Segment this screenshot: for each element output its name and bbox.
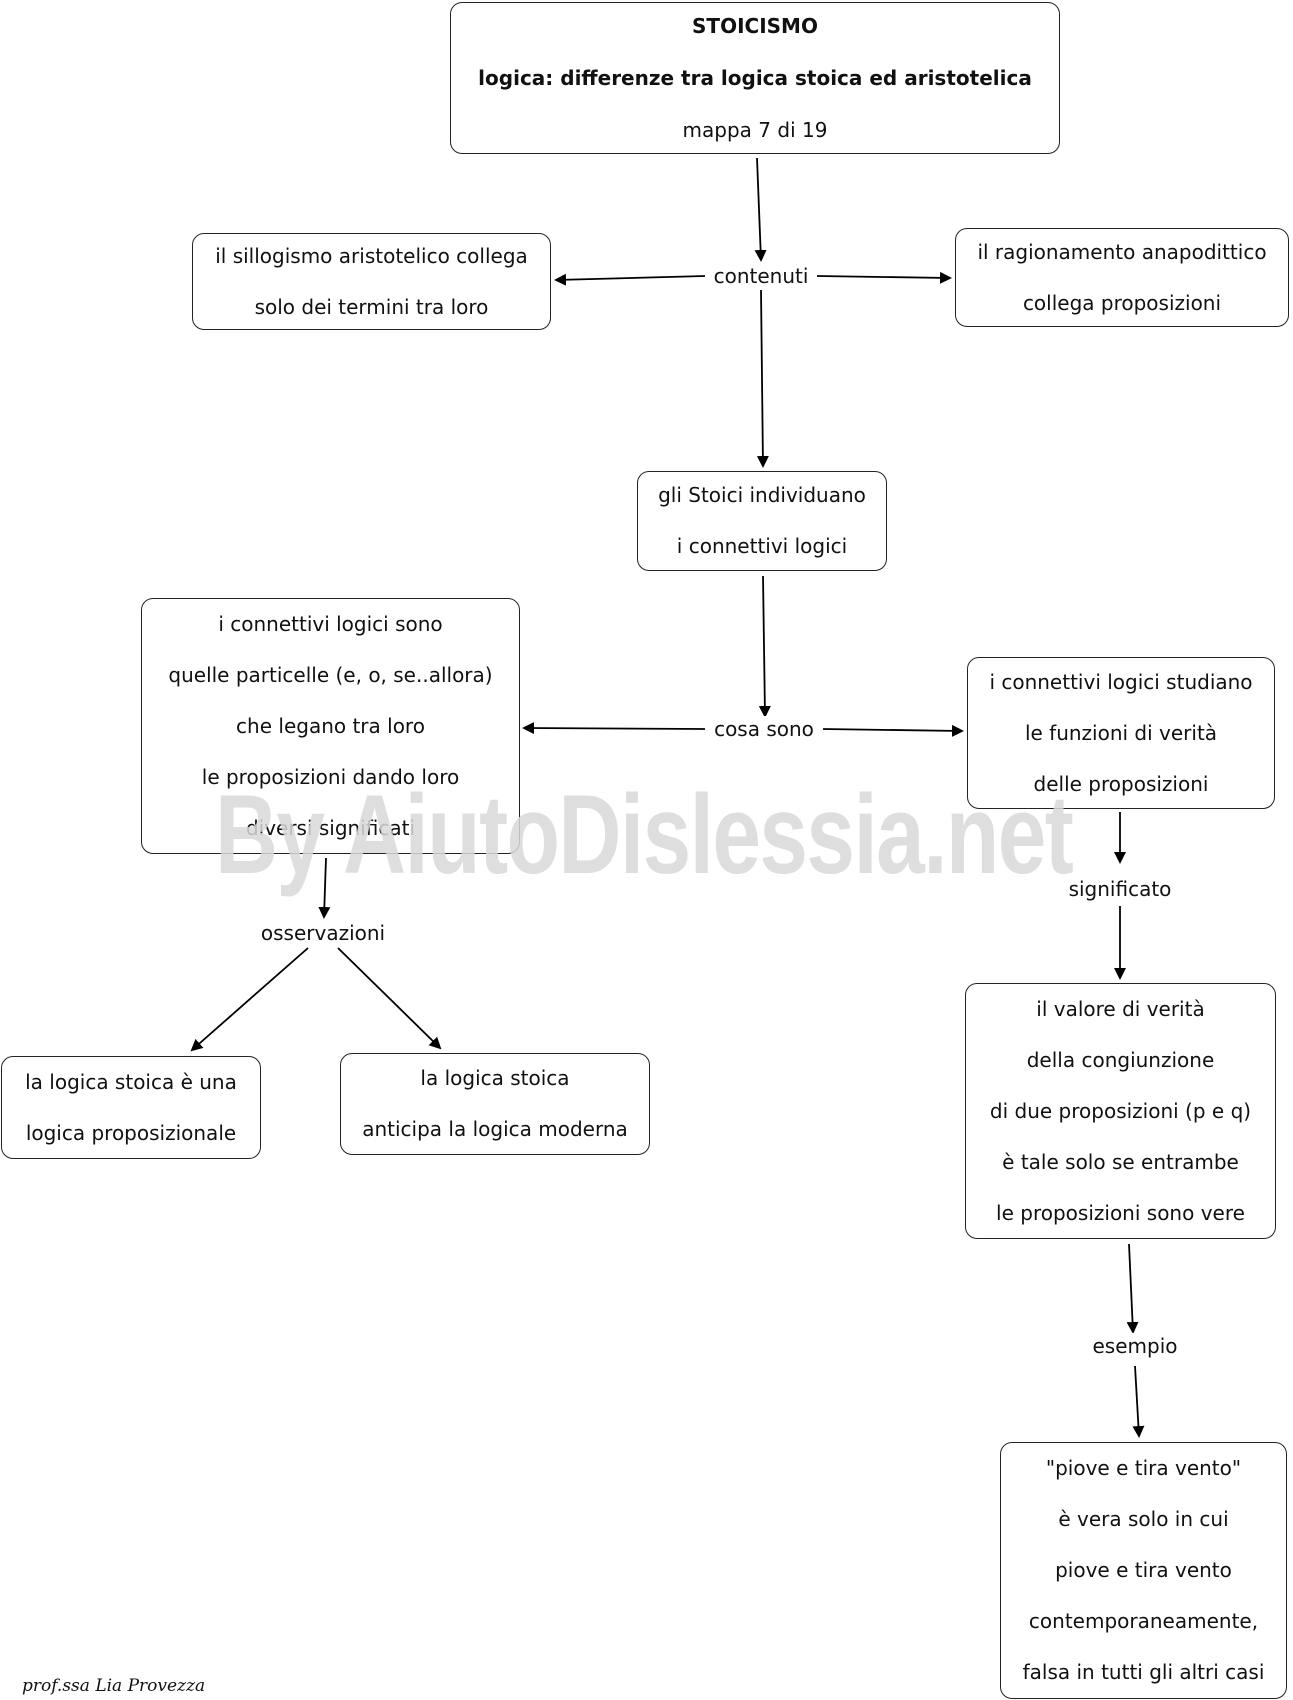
node-text: è vera solo in cui	[1058, 1507, 1229, 1531]
node-text: della congiunzione	[1026, 1047, 1215, 1072]
arrow-contenuti-to-syllogism	[554, 273, 706, 286]
node-text: la logica stoica	[420, 1066, 570, 1090]
node-text: solo dei termini tra loro	[254, 294, 489, 319]
node-connectives-definition: i connettivi logici sono quelle particel…	[141, 598, 520, 854]
arrow-title-to-contenuti	[754, 157, 767, 262]
node-text: contemporaneamente,	[1028, 1609, 1259, 1633]
node-text: i connettivi logici sono	[218, 611, 443, 636]
map-subtitle: logica: differenze tra logica stoica ed …	[478, 66, 1032, 90]
node-syllogism: il sillogismo aristotelico collega solo …	[192, 233, 551, 330]
arrow-cosa-sono-to-study	[822, 724, 964, 737]
node-text: collega proposizioni	[1022, 290, 1222, 315]
node-text: piove e tira vento	[1055, 1558, 1232, 1582]
node-text: le proposizioni sono vere	[996, 1200, 1245, 1225]
node-text: la logica stoica è una	[25, 1069, 237, 1094]
node-stoics: gli Stoici individuano i connettivi logi…	[637, 471, 887, 571]
node-text: delle proposizioni	[1033, 771, 1209, 796]
node-text: di due proposizioni (p e q)	[989, 1098, 1252, 1123]
node-modern-logic: la logica stoica anticipa la logica mode…	[340, 1053, 650, 1155]
node-text: i connettivi logici studiano	[989, 669, 1253, 694]
map-title: STOICISMO	[692, 14, 818, 38]
node-text: quelle particelle (e, o, se..allora)	[168, 662, 493, 687]
node-propositional-logic: la logica stoica è una logica proposizio…	[1, 1056, 261, 1159]
title-node: STOICISMO logica: differenze tra logica …	[450, 2, 1060, 154]
arrow-definition-to-osservazioni	[318, 857, 331, 919]
arrow-contenuti-to-stoics	[756, 289, 769, 468]
link-label-esempio: esempio	[1086, 1333, 1184, 1359]
node-connectives-study: i connettivi logici studiano le funzioni…	[967, 657, 1275, 809]
node-text: gli Stoici individuano	[658, 483, 866, 507]
node-truth-value: il valore di verità della congiunzione d…	[965, 983, 1276, 1239]
node-text: il valore di verità	[1036, 996, 1205, 1021]
node-text: il ragionamento anapodittico	[977, 239, 1267, 264]
node-text: che legano tra loro	[236, 713, 425, 738]
link-label-osservazioni: osservazioni	[254, 920, 392, 946]
node-text: le proposizioni dando loro	[201, 764, 460, 789]
author-signature: prof.ssa Lia Provezza	[22, 1676, 206, 1696]
arrow-truth-value-to-esempio	[1126, 1243, 1139, 1334]
node-text: anticipa la logica moderna	[362, 1117, 628, 1141]
node-example: "piove e tira vento" è vera solo in cui …	[1000, 1442, 1287, 1699]
arrow-contenuti-to-anapodictic	[816, 271, 952, 284]
node-text: i connettivi logici	[676, 534, 848, 558]
map-number: mappa 7 di 19	[682, 118, 828, 142]
arrow-stoics-to-cosa-sono	[758, 575, 771, 718]
link-label-cosa-sono: cosa sono	[708, 716, 820, 742]
node-text: diversi significati	[245, 815, 416, 840]
node-text: è tale solo se entrambe	[1002, 1149, 1239, 1174]
node-text: "piove e tira vento"	[1045, 1456, 1242, 1480]
arrow-cosa-sono-to-definition	[522, 722, 706, 735]
arrow-osservazioni-to-modern	[337, 947, 442, 1050]
node-text: logica proposizionale	[25, 1120, 237, 1145]
link-label-contenuti: contenuti	[707, 263, 815, 289]
node-text: le funzioni di verità	[1024, 720, 1218, 745]
node-text: il sillogismo aristotelico collega	[215, 243, 528, 268]
node-text: falsa in tutti gli altri casi	[1022, 1660, 1265, 1684]
link-label-significato: significato	[1062, 876, 1178, 902]
arrow-esempio-to-example	[1132, 1365, 1145, 1438]
arrow-osservazioni-to-propositional	[190, 947, 309, 1052]
node-anapodictic: il ragionamento anapodittico collega pro…	[955, 228, 1289, 327]
